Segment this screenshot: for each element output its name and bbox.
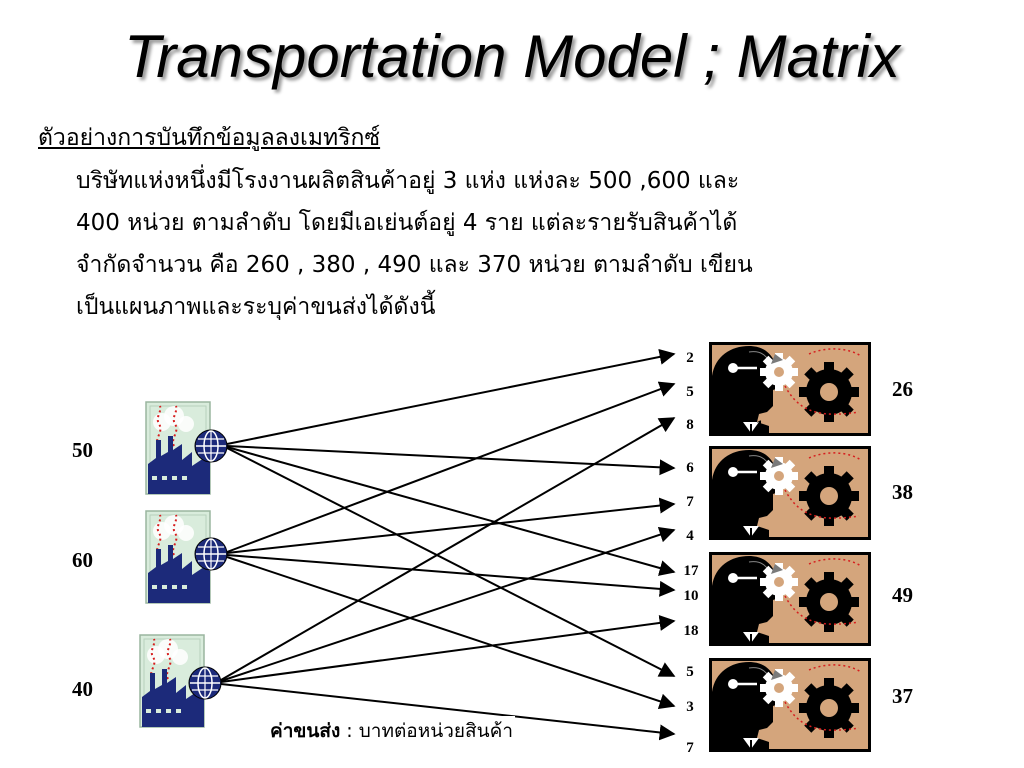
route-arrow: [227, 448, 674, 676]
demand-label-4: 37: [892, 684, 913, 708]
route-arrow: [227, 555, 674, 590]
factory-icon-1: [146, 402, 227, 494]
cost-label: 2: [686, 350, 694, 366]
agent-icon-4: [709, 658, 871, 752]
route-arrow: [227, 557, 674, 706]
agent-icon-2: [709, 446, 871, 540]
demand-label-1: 26: [892, 377, 913, 401]
footnote-text: : บาทต่อหน่วยสินค้า: [340, 720, 513, 742]
route-arrow: [227, 354, 674, 444]
cost-label: 3: [686, 699, 694, 715]
cost-label: 6: [686, 460, 694, 476]
route-arrow: [221, 530, 674, 681]
cost-label: 7: [686, 740, 694, 756]
footnote: ค่าขนส่ง : บาทต่อหน่วยสินค้า: [268, 716, 515, 746]
factory-icon-2: [146, 511, 227, 603]
demand-label-2: 38: [892, 480, 913, 504]
route-arrows: [221, 354, 674, 734]
supply-label-2: 60: [72, 548, 93, 572]
cost-label: 8: [686, 417, 694, 433]
supply-label-1: 50: [72, 438, 93, 462]
cost-label: 4: [686, 528, 694, 544]
agent-badge: 1: [756, 418, 764, 434]
demand-label-3: 49: [892, 583, 913, 607]
route-arrow: [227, 384, 674, 552]
footnote-label: ค่าขนส่ง: [270, 720, 340, 742]
factory-icon-3: [140, 635, 221, 727]
route-arrow: [227, 504, 674, 553]
cost-label: 18: [684, 623, 699, 639]
agent-icon-3: [709, 552, 871, 646]
cost-label: 5: [686, 384, 694, 400]
cost-label: 7: [686, 494, 694, 510]
cost-label: 10: [684, 588, 699, 604]
supply-label-3: 40: [72, 677, 93, 701]
cost-label: 5: [686, 664, 694, 680]
agent-icon-1: 1: [709, 342, 871, 436]
cost-label: 17: [684, 563, 700, 579]
